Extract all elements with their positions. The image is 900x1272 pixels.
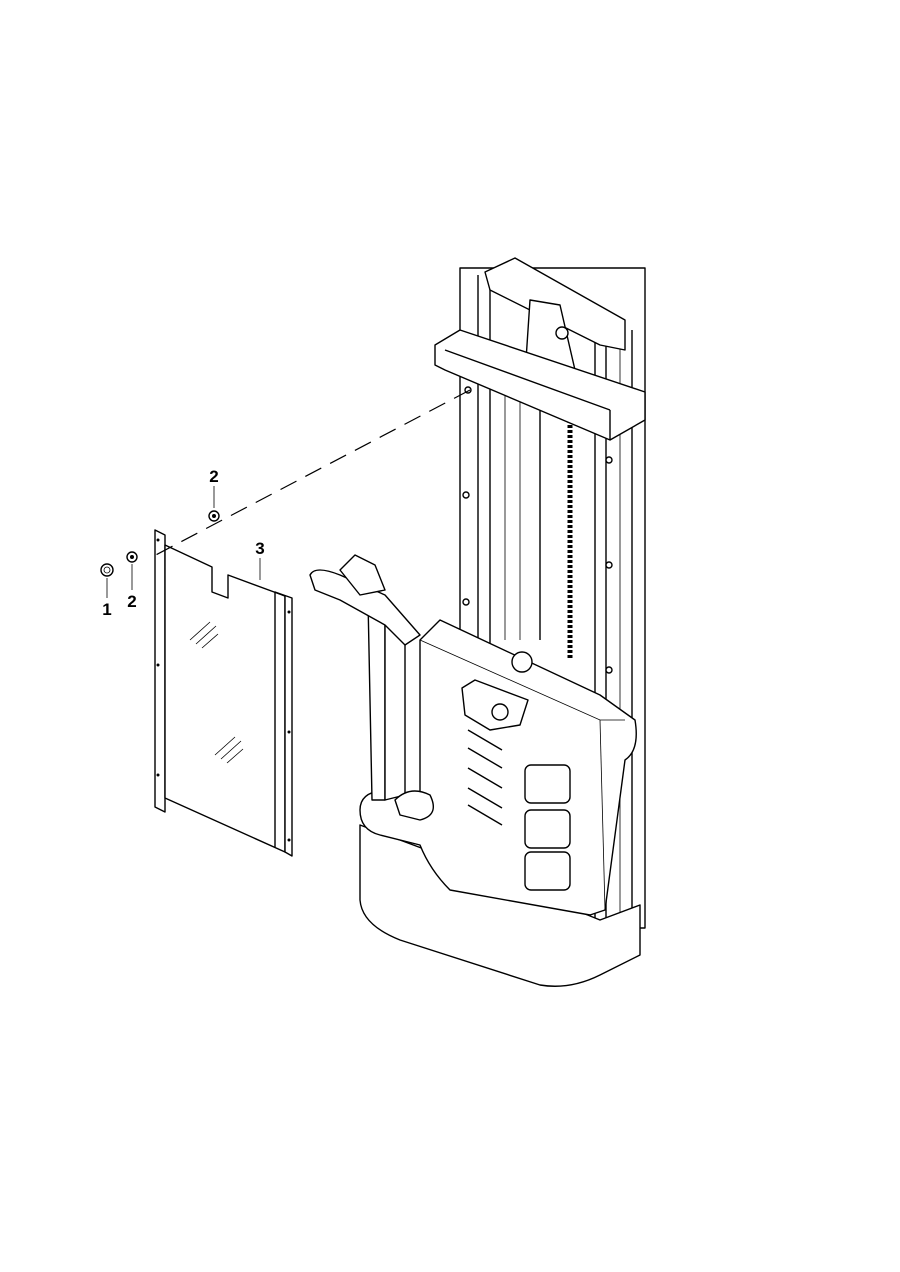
callout-cover-panel: 3	[255, 539, 264, 558]
cover-panel	[154, 529, 293, 857]
washer-upper	[208, 510, 220, 522]
callout-washer-upper: 2	[209, 467, 218, 486]
callout-nut: 1	[102, 600, 111, 619]
truck-chassis	[309, 554, 641, 987]
callouts: 2 3 1 2	[102, 467, 264, 619]
nut	[100, 563, 114, 577]
callout-washer-lower: 2	[127, 592, 136, 611]
hardware	[100, 389, 471, 577]
washer-lower	[126, 551, 138, 563]
